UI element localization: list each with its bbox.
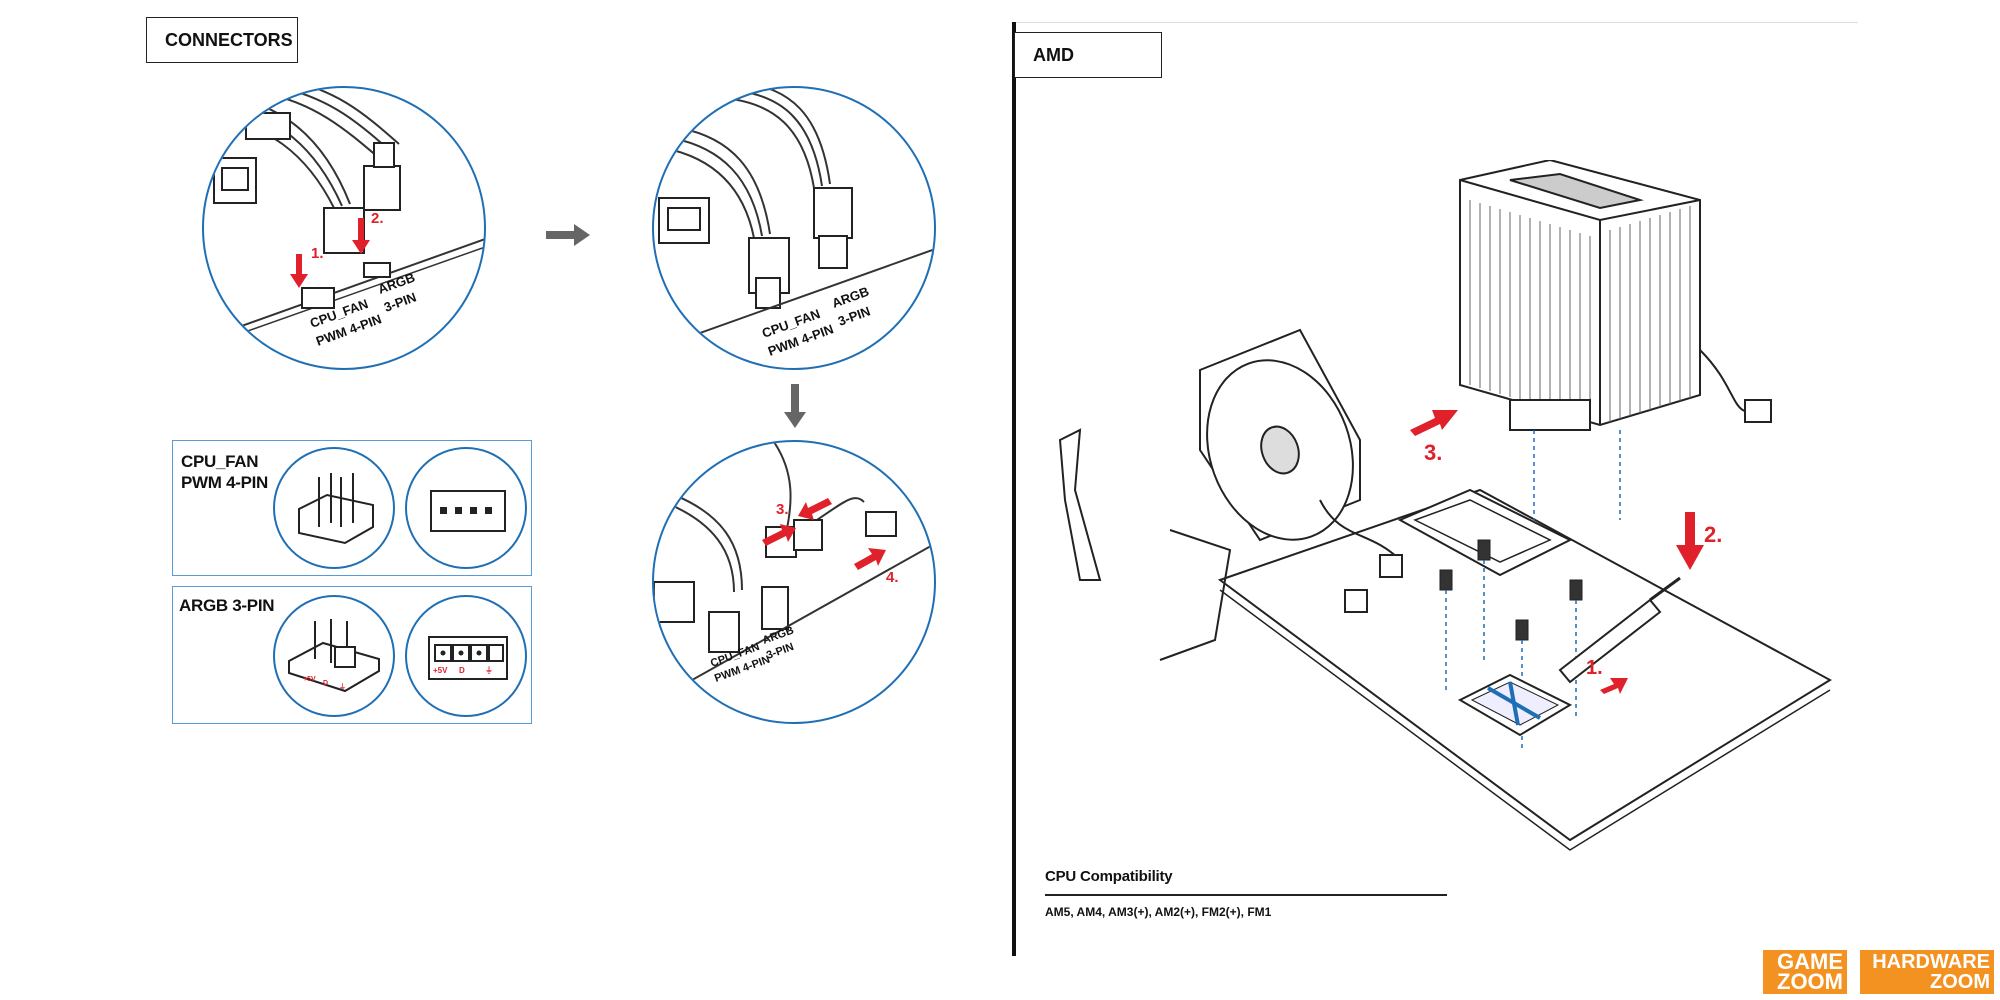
connectors-plugged-illustration: CPU_FAN PWM 4-PIN ARGB 3-PIN [654, 88, 934, 359]
cpu-fan-header-circle [273, 447, 395, 569]
pinout-d-label: D [459, 666, 465, 675]
connectors-title: CONNECTORS [146, 17, 298, 63]
cpu-compat-list: AM5, AM4, AM3(+), AM2(+), FM2(+), FM1 [1045, 905, 1272, 919]
argb-extension-illustration: 3. 4. CPU_FAN PWM 4-PIN ARGB 3-PIN [654, 442, 934, 703]
amd-title: AMD [1014, 32, 1162, 78]
connector-step-illustration: 1. 2. CPU_FAN PWM 4-PIN ARGB 3-PIN [204, 88, 484, 349]
step-3-label: 3. [776, 501, 789, 518]
gamezoom-logo: GAME ZOOM [1763, 950, 1847, 994]
header-5v-label: +5V [303, 676, 316, 683]
fan [1199, 328, 1361, 542]
cpu-fan-pinout-circle [405, 447, 527, 569]
step-2-label: 2. [371, 210, 384, 227]
connector-detail-circle-1: 1. 2. CPU_FAN PWM 4-PIN ARGB 3-PIN [202, 86, 486, 370]
3-pin-header-icon: +5V D ⏚ [288, 619, 380, 693]
top-rule [1016, 22, 1858, 23]
arrow-down-icon [784, 384, 806, 428]
hardwarezoom-logo: HARDWARE ZOOM [1860, 950, 1994, 994]
amd-install-illustration: 3. 2. 1. [1058, 160, 1832, 851]
header-ground-label: ⏚ [339, 683, 346, 691]
amd-step-3-label: 3. [1424, 440, 1442, 465]
argb-pinout-circle: +5V D ⏚ [405, 595, 527, 717]
pinout-5v-label: +5V [433, 666, 448, 675]
argb-pin-box: ARGB 3-PIN +5V D ⏚ +5V D ⏚ [172, 586, 532, 724]
amd-step-2-label: 2. [1704, 522, 1722, 547]
connectors-title-text: CONNECTORS [165, 29, 293, 50]
arrow-right-icon [546, 224, 590, 246]
step-4-label: 4. [886, 569, 899, 586]
4-pin-header-icon [298, 473, 374, 545]
pinout-ground-label: ⏚ [485, 666, 493, 675]
header-d-label: D [323, 680, 328, 687]
cpu-compat-title: CPU Compatibility [1045, 868, 1173, 885]
step-1-label: 1. [311, 245, 324, 262]
argb-pin-title: ARGB 3-PIN [179, 596, 275, 615]
amd-title-text: AMD [1033, 44, 1074, 65]
cpu-compat-rule [1045, 894, 1447, 896]
cpu-fan-pin-title: CPU_FAN PWM 4-PIN [181, 452, 269, 492]
amd-step-1-label: 1. [1586, 657, 1603, 679]
3-pin-pinout-icon: +5V D ⏚ [428, 636, 508, 680]
connector-detail-circle-3: 3. 4. CPU_FAN PWM 4-PIN ARGB 3-PIN [652, 440, 936, 724]
4-pin-pinout-icon [430, 490, 506, 532]
connector-detail-circle-2: CPU_FAN PWM 4-PIN ARGB 3-PIN [652, 86, 936, 370]
argb-header-circle: +5V D ⏚ [273, 595, 395, 717]
section-divider [1012, 22, 1016, 956]
cpu-fan-pin-box: CPU_FAN PWM 4-PIN [172, 440, 532, 576]
